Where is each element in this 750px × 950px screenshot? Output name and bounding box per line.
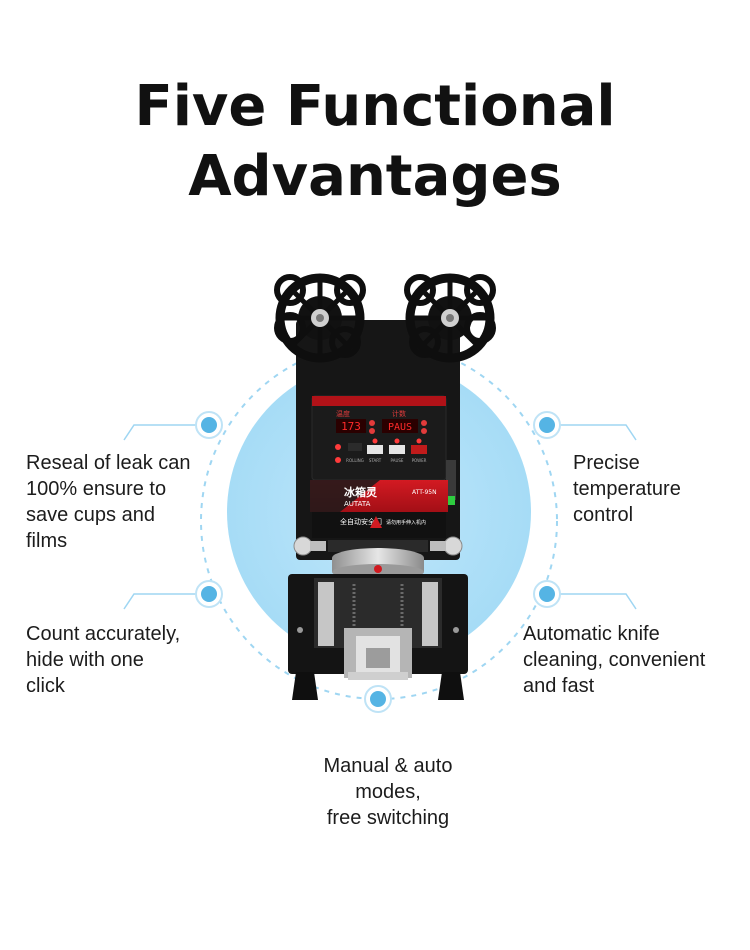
warning-sub-label: 请勿用手伸入机内 [386,519,426,526]
feature-temperature: Precise temperature control [573,452,681,526]
machine-base [288,574,468,674]
brand-name: AUTATA [344,500,371,508]
control-panel: 温度 计数 173 PAUS ROLLING ST [311,395,447,481]
button-label-power: POWER [412,458,427,463]
foot-left [292,672,318,700]
button-label-pause: PAUSE [391,458,404,463]
button-label-rolling: ROLLING [346,458,364,463]
page-title: Five Functional Advantages [0,72,750,212]
side-switch [446,460,456,500]
feature-modes: Manual & auto modes, free switching [323,755,453,829]
feature-count: Count accurately, hide with one click [26,623,181,697]
node-top-left [195,411,223,439]
warning-label: 全自动安全门 [340,517,382,526]
node-mid-left [195,580,223,608]
brand-cn: 冰箱灵 [344,485,378,499]
title-line-2: Advantages [188,144,562,209]
knob-left [293,536,326,556]
node-mid-right [533,580,561,608]
feature-reseal: Reseal of leak can 100% ensure to save c… [26,452,191,552]
label-count: 计数 [392,409,406,418]
title-line-1: Five Functional [134,74,616,139]
node-top-right [533,411,561,439]
counter-display: PAUS [388,422,412,433]
foot-right [438,672,464,700]
film-reel-left [274,273,366,363]
film-reel-right [404,273,496,363]
node-bottom [364,685,392,713]
model-number: ATT-95N [412,489,437,496]
temperature-display: 173 [341,420,361,433]
feature-knife-cleaning: Automatic knife cleaning, convenient and… [523,623,706,697]
button-label-start: START [369,458,382,463]
label-temp: 温度 [336,409,350,418]
cup-holder-tray [344,628,412,680]
brand-panel: 冰箱灵 AUTATA ATT-95N 全自动安全门 请勿用手伸入机内 [310,480,448,538]
connector-lines [123,424,637,610]
cup-sealer-machine: 温度 计数 173 PAUS ROLLING ST [274,273,496,700]
knob-right [430,536,463,556]
